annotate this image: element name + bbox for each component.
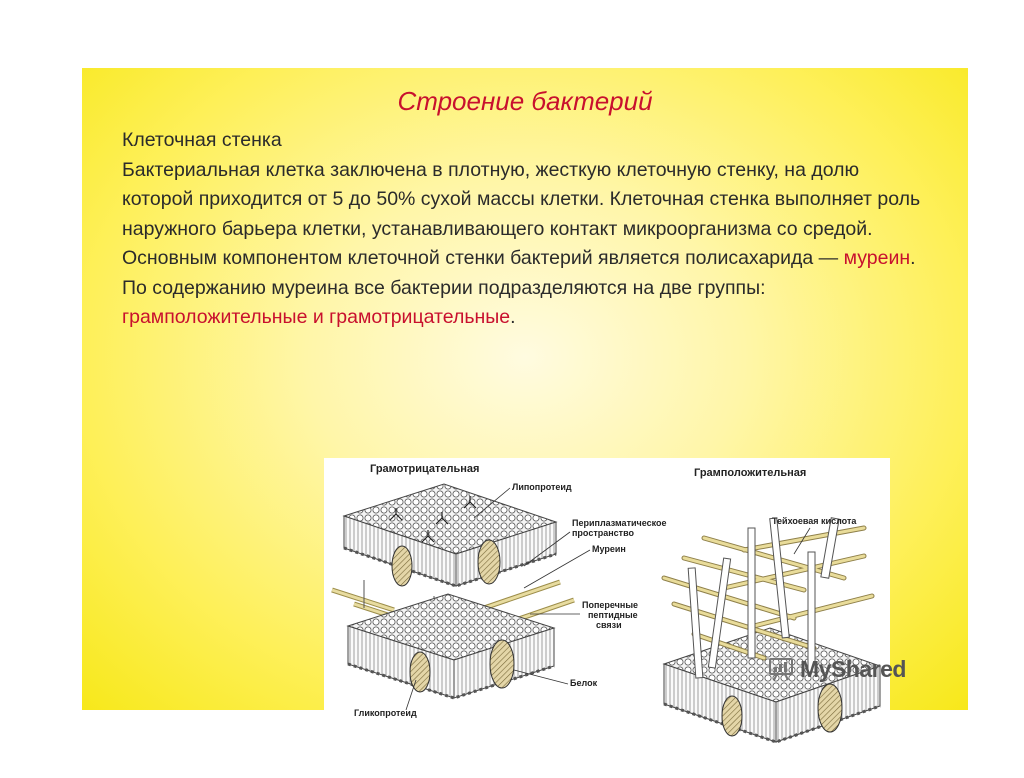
watermark-text: MyShared <box>800 655 906 682</box>
body-text-segment: . По содержанию муреина все бактерии под… <box>122 247 916 299</box>
body-paragraph-2: Бактериальная клетка заключена в плотную… <box>122 156 922 245</box>
outer-membrane <box>342 483 558 588</box>
gram-negative-title: Грамотрицательная <box>370 463 479 475</box>
label-crosslinks-3: связи <box>596 620 622 630</box>
label-teichoic-acid: Тейхоевая кислота <box>772 516 857 526</box>
membrane-proteins <box>391 539 515 693</box>
label-periplasmic-2: пространство <box>572 528 634 538</box>
body-paragraph-1: Клеточная стенка <box>122 126 922 156</box>
body-text-segment: Клеточная стенка <box>122 129 282 151</box>
slide-title: Строение бактерий <box>397 86 653 116</box>
body-text-segment: . <box>510 306 516 328</box>
label-lipoprotein: Липопротеид <box>512 482 572 492</box>
gram-positive-proteins <box>721 683 843 737</box>
label-periplasmic-1: Периплазматическое <box>572 518 667 528</box>
presentation-board-icon <box>769 658 793 681</box>
body-text-segment: Бактериальная клетка заключена в плотную… <box>122 158 921 240</box>
leader-teichoic <box>793 527 811 555</box>
label-murein: Муреин <box>592 544 626 554</box>
teichoic-acid-rods <box>687 517 840 679</box>
gram-positive-title: Грамположительная <box>694 467 806 479</box>
label-crosslinks-1: Поперечные <box>582 600 638 610</box>
highlighted-term: муреин <box>843 247 911 269</box>
label-glycoprotein: Гликопротеид <box>354 708 417 718</box>
body-paragraph-3: Основным компонентом клеточной стенки ба… <box>122 244 922 333</box>
leader-lines <box>405 487 591 711</box>
highlighted-term: грамположительные и грамотрицательные <box>122 306 511 328</box>
body-text-segment: Основным компонентом клеточной стенки ба… <box>122 247 844 269</box>
cell-wall-diagram: Грамотрицательная <box>324 458 890 778</box>
label-protein: Белок <box>570 678 598 688</box>
watermark: MyShared <box>768 655 906 683</box>
label-crosslinks-2: пептидные <box>588 610 638 620</box>
lipopolysaccharide-marks <box>389 496 477 543</box>
